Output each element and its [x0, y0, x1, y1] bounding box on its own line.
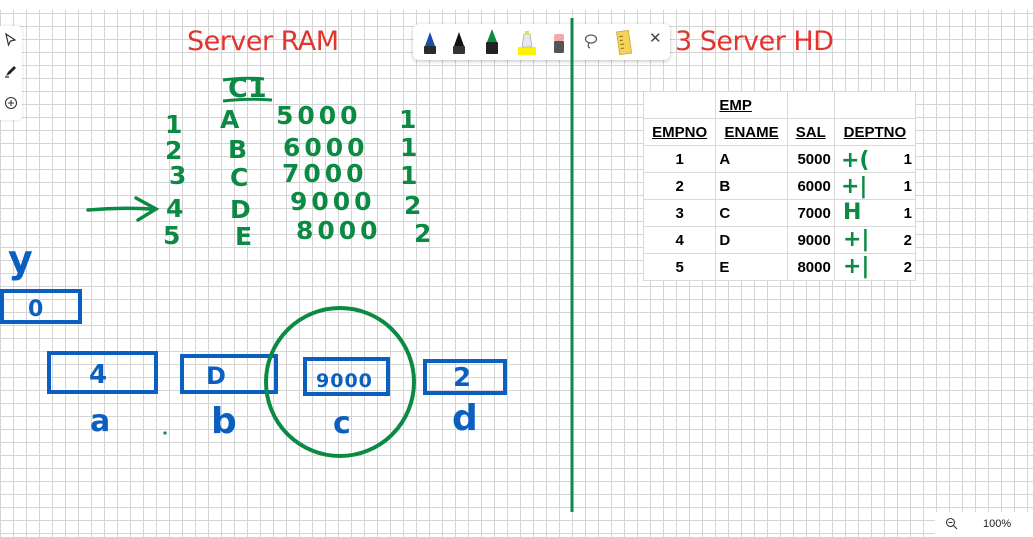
hw-row-name: E [235, 222, 252, 251]
hw-table-mark: H [843, 200, 861, 225]
hw-underline-bottom [222, 97, 273, 103]
ink-dot [163, 431, 167, 435]
ruler-icon[interactable] [615, 28, 633, 56]
var-box-b [180, 354, 278, 394]
hw-row-sal: 6000 [283, 133, 369, 162]
hw-var-value: D [206, 362, 226, 390]
hw-row-no: 5 [163, 221, 180, 250]
title-server-hd: 3 Server HD [675, 26, 834, 57]
hw-y-value: 0 [28, 297, 43, 322]
zoom-level: 100% [983, 518, 1012, 530]
eraser-icon[interactable] [551, 28, 567, 56]
cell-deptno: 1 [833, 145, 917, 173]
hw-row-no: 1 [165, 110, 182, 139]
select-arrow-icon[interactable] [3, 32, 19, 48]
column-header: DEPTNO [833, 118, 917, 146]
cell-sal: 5000 [786, 145, 835, 173]
hw-var-label: b [211, 401, 237, 442]
cell-empno: 4 [642, 226, 717, 254]
hw-row-dept: 2 [414, 219, 431, 248]
hw-row-no: 4 [166, 194, 183, 223]
var-box-d [423, 359, 507, 395]
table-row: 5 E 8000 2 [642, 253, 917, 281]
hw-row-name: D [230, 195, 251, 224]
cell-sal: 8000 [786, 253, 835, 281]
green-pen-icon[interactable] [483, 28, 501, 56]
lasso-icon[interactable] [583, 28, 599, 56]
black-pen-icon[interactable] [450, 28, 468, 56]
hw-table-mark: +| [843, 254, 869, 279]
hw-table-mark: +| [841, 174, 867, 199]
cell-sal: 6000 [786, 172, 835, 200]
yellow-highlighter-icon[interactable] [517, 28, 537, 56]
var-box-a [47, 351, 158, 394]
hw-row-dept: 1 [399, 105, 416, 134]
column-header: EMPNO [642, 118, 717, 146]
cell-ename: E [715, 253, 788, 281]
pen-toolbar: ✕ [413, 24, 670, 60]
hw-y-label: y [8, 237, 33, 281]
highlight-circle [264, 306, 416, 458]
pointer-arrow [86, 196, 160, 222]
hw-var-label: d [452, 398, 478, 439]
cell-deptno: 2 [833, 253, 917, 281]
hw-row-name: B [228, 135, 247, 164]
hw-var-label: c [333, 406, 351, 441]
zoom-bar: 100% [935, 512, 1033, 537]
blue-pen-icon[interactable] [421, 28, 439, 56]
hw-var-label: a [90, 404, 110, 439]
table-row: 2 B 6000 1 [642, 172, 917, 200]
close-icon[interactable]: ✕ [649, 30, 662, 47]
hw-row-sal: 8000 [296, 216, 382, 245]
cell-empno: 5 [642, 253, 717, 281]
var-box-c [303, 357, 390, 396]
hw-row-dept: 1 [400, 133, 417, 162]
hw-row-name: A [220, 105, 240, 134]
hw-table-mark: +| [843, 227, 869, 252]
cell-sal: 9000 [786, 226, 835, 254]
cell-ename: D [715, 226, 788, 254]
column-header: ENAME [715, 118, 788, 146]
pen-icon[interactable] [3, 63, 19, 79]
y-box [0, 289, 82, 324]
title-server-ram: Server RAM [187, 26, 339, 57]
hw-row-no: 2 [165, 136, 182, 165]
hw-var-value: 2 [453, 363, 471, 393]
top-strip [0, 0, 1033, 10]
cell-ename: C [715, 199, 788, 227]
hw-row-sal: 5000 [276, 101, 362, 130]
hw-row-dept: 2 [404, 191, 421, 220]
hw-table-mark: +( [841, 148, 870, 173]
hw-var-value: 4 [89, 360, 107, 390]
emp-table: EMP EMPNO ENAME SAL DEPTNO 1 A 5000 1 2 … [642, 91, 917, 281]
hw-row-name: C [230, 163, 248, 192]
hw-row-sal: 7000 [282, 159, 368, 188]
table-row: 1 A 5000 1 [642, 145, 917, 173]
hw-underline-top [222, 76, 265, 82]
hw-row-dept: 1 [400, 161, 417, 190]
left-toolbar [0, 26, 22, 120]
cell-deptno: 1 [833, 172, 917, 200]
hw-row-no: 3 [169, 161, 186, 190]
hw-row-sal: 9000 [290, 187, 376, 216]
add-icon[interactable] [3, 95, 19, 111]
zoom-out-icon[interactable] [945, 517, 958, 530]
column-header: SAL [786, 118, 835, 146]
hw-var-value: 9000 [316, 370, 373, 392]
